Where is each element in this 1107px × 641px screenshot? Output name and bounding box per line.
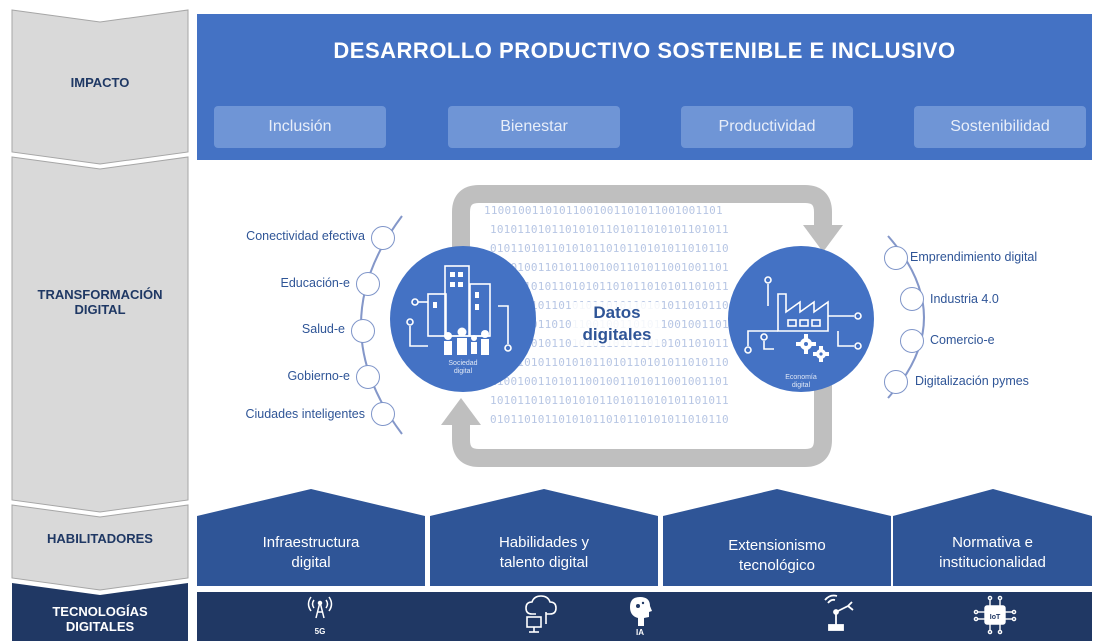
binary-row: 01011010110101011010110101011010110 <box>490 242 729 255</box>
level-label-transformacion: TRANSFORMACIÓN DIGITAL <box>37 287 163 317</box>
datos-label-line1: Datos <box>593 303 641 322</box>
right-item-emprendimiento: Emprendimiento digital <box>910 250 1038 264</box>
level-chevrons <box>11 9 189 641</box>
binary-row: 10101101011010101101011010101101011 <box>490 394 729 407</box>
binary-row: 10101101011010101101011010101101011 <box>490 280 729 293</box>
binary-row: 11001001101011001001101011001001101 <box>490 261 729 274</box>
economia-digital-label: Economía digital <box>728 374 874 390</box>
economia-digital-circle: Economía digital <box>728 246 874 392</box>
enabler-shape-habilidades <box>430 489 658 586</box>
5g-tower-icon <box>307 596 333 619</box>
enabler-line1: Infraestructura <box>262 534 360 551</box>
arrow-head-up-icon <box>441 398 481 425</box>
robot-arm-icon <box>824 594 854 631</box>
right-item-industria: Industria 4.0 <box>930 292 999 306</box>
enabler-line2: digital <box>291 554 331 571</box>
left-node <box>371 402 395 426</box>
enabler-line1: Normativa e <box>952 534 1033 551</box>
left-item-conectividad: Conectividad efectiva <box>246 229 365 243</box>
left-node <box>356 365 380 389</box>
city-family-icon <box>406 265 512 355</box>
pillar-productividad: Productividad <box>681 106 853 148</box>
pillar-sostenibilidad: Sostenibilidad <box>914 106 1086 148</box>
left-item-salud: Salud-e <box>301 322 345 336</box>
left-node <box>351 319 375 343</box>
chevron-transformacion <box>11 156 189 513</box>
binary-row: 10101101011010101101011010101101011 <box>490 223 729 236</box>
level-label-tecnologias: TECNOLOGÍAS DIGITALES <box>52 604 148 634</box>
left-item-gobierno: Gobierno-e <box>287 369 350 383</box>
iot-chip-icon <box>973 595 1017 635</box>
economia-label-line2: digital <box>791 382 811 389</box>
enabler-line2: tecnológico <box>739 557 815 574</box>
right-node <box>900 329 924 353</box>
5g-icon-label: 5G <box>315 627 326 636</box>
enabler-shape-extensionismo <box>663 489 891 586</box>
factory-gears-icon <box>744 276 862 362</box>
sociedad-digital-label: Sociedad digital <box>390 360 536 376</box>
pillar-inclusion: Inclusión <box>214 106 386 148</box>
left-node <box>356 272 380 296</box>
enabler-infraestructura: Infraestructura digital <box>197 533 425 573</box>
chevron-impacto <box>11 9 189 165</box>
chevron-habilitadores <box>11 504 189 591</box>
level-label-habilitadores: HABILITADORES <box>47 530 153 546</box>
datos-label-line2: digitales <box>582 325 652 344</box>
right-node <box>884 370 908 394</box>
binary-row: 01011010110101011010110101011010110 <box>490 413 729 426</box>
chevron-tecnologias <box>12 583 188 641</box>
sociedad-digital-circle: Sociedad digital <box>390 246 536 392</box>
sociedad-label-line1: Sociedad <box>448 360 478 367</box>
binary-row: 11001001101011001001101011001001101 <box>484 204 723 217</box>
arrow-head-down-icon <box>803 225 843 252</box>
left-item-ciudades: Ciudades inteligentes <box>245 407 365 421</box>
left-item-educacion: Educación-e <box>280 276 351 290</box>
binary-row: 11001001101011001001101011001001101 <box>490 375 729 388</box>
ia-icon-label: IA <box>636 628 644 637</box>
enabler-line2: institucionalidad <box>939 554 1046 571</box>
ai-head-icon <box>630 597 652 626</box>
left-node <box>371 226 395 250</box>
level-label-impacto: IMPACTO <box>70 74 130 90</box>
enabler-normativa: Normativa e institucionalidad <box>893 533 1092 573</box>
enabler-line1: Habilidades y <box>498 534 590 551</box>
iot-icon-label: IoT <box>990 614 1001 621</box>
cycle-arrow-bottom <box>452 385 832 467</box>
cloud-computer-icon <box>525 595 557 633</box>
right-node <box>884 246 908 270</box>
enabler-shape-infraestructura <box>197 489 425 586</box>
enabler-extensionismo: Extensionismo tecnológico <box>663 536 891 576</box>
impact-banner: DESARROLLO PRODUCTIVO SOSTENIBLE E INCLU… <box>197 14 1092 160</box>
cycle-arrow-top <box>452 185 832 250</box>
pillar-bienestar: Bienestar <box>448 106 620 148</box>
sociedad-label-line2: digital <box>453 368 473 375</box>
binary-row: 01011010110101011010110101011010110 <box>490 356 729 369</box>
right-item-comercio: Comercio-e <box>930 333 995 347</box>
datos-digitales-label: Datos digitales <box>572 302 662 346</box>
economia-label-line1: Economía <box>785 374 817 381</box>
enabler-line2: talento digital <box>499 554 589 571</box>
right-node <box>900 287 924 311</box>
right-item-digitalizacion: Digitalización pymes <box>915 374 1029 388</box>
enabler-habilidades: Habilidades y talento digital <box>430 533 658 573</box>
enabler-shape-normativa <box>893 489 1092 586</box>
enabler-line1: Extensionismo <box>728 537 826 554</box>
impact-title: DESARROLLO PRODUCTIVO SOSTENIBLE E INCLU… <box>333 38 956 63</box>
